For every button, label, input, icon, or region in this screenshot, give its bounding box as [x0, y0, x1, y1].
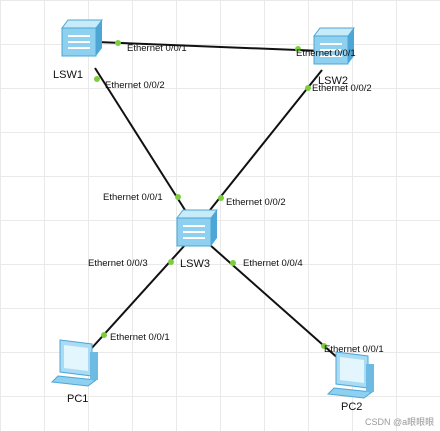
port-label: Ethernet 0/0/1	[127, 43, 187, 54]
port-dot	[175, 194, 181, 200]
port-label: Ethernet 0/0/3	[88, 258, 148, 269]
pc-tower	[366, 364, 374, 392]
device-label-pc1: PC1	[67, 393, 88, 405]
port-label: Ethernet 0/0/1	[103, 192, 163, 203]
port-label: Ethernet 0/0/2	[105, 80, 165, 91]
switch-icon	[176, 209, 218, 219]
port-label: Ethernet 0/0/1	[324, 344, 384, 355]
port-label: Ethernet 0/0/1	[110, 332, 170, 343]
port-dot	[305, 85, 311, 91]
device-label-lsw1: LSW1	[53, 69, 83, 81]
pc-pc2[interactable]	[326, 351, 374, 399]
watermark: CSDN @a眼眼眼	[365, 417, 434, 427]
port-label: Ethernet 0/0/1	[296, 48, 356, 59]
switch-lsw1[interactable]	[61, 19, 103, 57]
port-label: Ethernet 0/0/4	[243, 258, 303, 269]
port-dot	[115, 40, 121, 46]
device-label-pc2: PC2	[341, 401, 362, 413]
keyboard	[50, 375, 98, 387]
keyboard	[326, 387, 374, 399]
pc-pc1[interactable]	[50, 339, 98, 387]
port-dot	[321, 343, 327, 349]
port-dot	[295, 46, 301, 52]
switch-lsw2[interactable]	[313, 27, 355, 65]
link-lsw2-lsw3[interactable]	[209, 69, 323, 211]
port-label: Ethernet 0/0/2	[226, 197, 286, 208]
device-label-lsw3: LSW3	[180, 258, 210, 270]
switch-icon	[61, 19, 103, 29]
port-dot	[218, 195, 224, 201]
port-label: Ethernet 0/0/2	[312, 83, 372, 94]
port-dot	[94, 76, 100, 82]
switch-side	[348, 28, 354, 64]
port-dots	[94, 40, 327, 349]
port-dot	[168, 259, 174, 265]
link-lsw1-lsw2[interactable]	[96, 41, 323, 52]
switch-side	[96, 20, 102, 56]
switch-side	[211, 210, 217, 246]
device-label-lsw2: LSW2	[318, 75, 348, 87]
pc-tower	[90, 352, 98, 380]
monitor-screen	[64, 345, 88, 371]
port-dot	[230, 260, 236, 266]
switch-lsw3[interactable]	[176, 209, 218, 247]
port-dot	[101, 332, 107, 338]
monitor-screen	[340, 357, 364, 383]
link-lsw1-lsw3[interactable]	[94, 67, 186, 211]
switch-icon	[313, 27, 355, 37]
